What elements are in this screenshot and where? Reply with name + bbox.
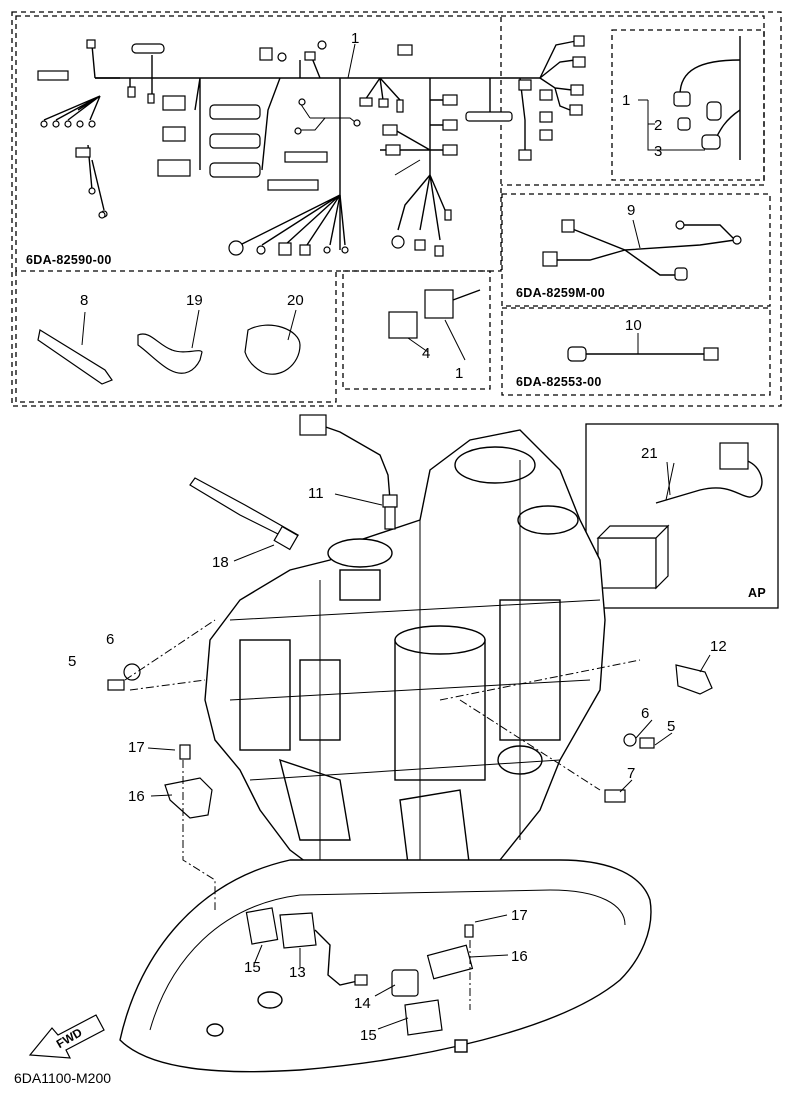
callout-13: 13 — [289, 964, 306, 981]
callout-6-right: 6 — [641, 705, 649, 722]
loose-parts — [107, 414, 713, 1036]
bottom-cowling — [119, 859, 652, 1073]
callout-17-left: 17 — [128, 739, 145, 756]
main-wiring-harness — [37, 35, 586, 257]
callout-2: 2 — [654, 117, 662, 134]
callout-11: 11 — [308, 485, 324, 502]
callout-10: 10 — [625, 317, 642, 334]
sub-harness-9-10 — [542, 219, 742, 362]
part-code-sub-harness-10: 6DA-82553-00 — [516, 375, 602, 389]
callout-12: 12 — [710, 638, 727, 655]
figure-id: 6DA1100-M200 — [14, 1070, 111, 1086]
callout-20: 20 — [287, 292, 304, 309]
callout-5-right: 5 — [667, 718, 675, 735]
relay-parts — [388, 289, 481, 361]
engine-block — [204, 429, 606, 906]
callout-6-left: 6 — [106, 631, 114, 648]
callout-7: 7 — [627, 765, 635, 782]
part-code-sub-harness-9: 6DA-8259M-00 — [516, 286, 605, 300]
fwd-arrow — [28, 1014, 105, 1059]
callout-4: 4 — [422, 345, 430, 362]
tie-and-clamp-parts — [37, 324, 301, 385]
callout-3: 3 — [654, 143, 662, 160]
callout-21: 21 — [641, 445, 658, 462]
callout-18: 18 — [212, 554, 229, 571]
labels: 6DA-82590-00 6DA-8259M-00 6DA-82553-00 A… — [14, 30, 766, 1086]
leader-lines — [81, 43, 711, 1030]
callout-15-left: 15 — [244, 959, 261, 976]
callout-9: 9 — [627, 202, 635, 219]
battery-cable-group — [638, 36, 741, 160]
ap-label: AP — [748, 586, 766, 600]
callout-19: 19 — [186, 292, 203, 309]
callout-16-left: 16 — [128, 788, 145, 805]
part-code-main-harness: 6DA-82590-00 — [26, 253, 112, 267]
callout-14: 14 — [354, 995, 371, 1012]
callout-5-left: 5 — [68, 653, 76, 670]
callout-1-right: 1 — [622, 92, 630, 109]
callout-15-right: 15 — [360, 1027, 377, 1044]
callout-8: 8 — [80, 292, 88, 309]
callout-16-right: 16 — [511, 948, 528, 965]
callout-1-top: 1 — [351, 30, 359, 47]
callout-1-relay: 1 — [455, 365, 463, 382]
callout-17-right: 17 — [511, 907, 528, 924]
harness-panel-frames — [11, 11, 782, 407]
ap-box — [585, 423, 779, 609]
